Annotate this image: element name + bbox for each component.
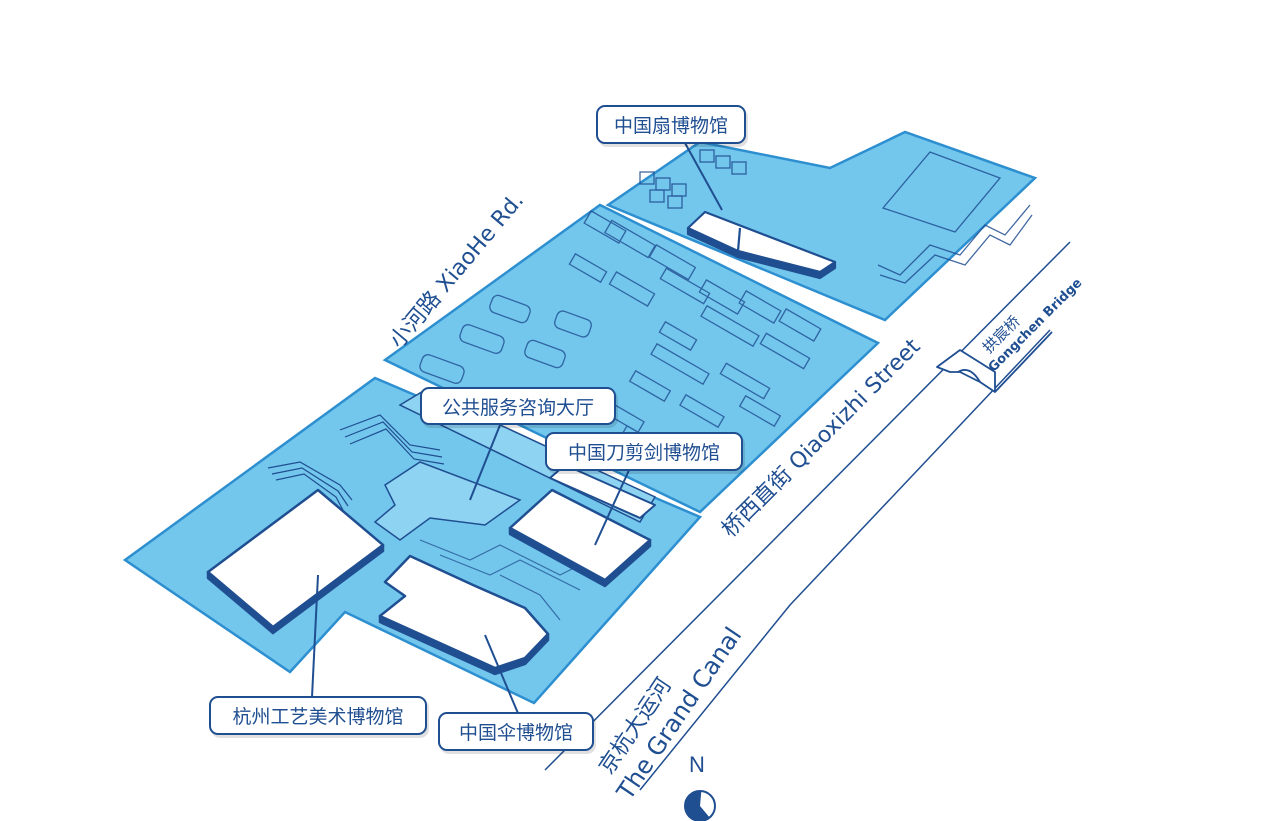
knife-museum-building	[508, 488, 652, 588]
compass-icon	[684, 790, 716, 821]
fan-museum-building	[686, 210, 837, 280]
callout-fan-museum[interactable]: 中国扇博物馆	[596, 105, 746, 144]
callout-umbrella-museum[interactable]: 中国伞博物馆	[438, 712, 594, 751]
middle-block-buildings	[419, 210, 822, 468]
fan-block-buildings	[639, 149, 1033, 284]
callout-pointers	[311, 142, 723, 719]
north-compass: N	[680, 752, 720, 821]
umbrella-museum-building	[378, 554, 550, 676]
north-label: N	[689, 752, 705, 777]
arts-crafts-museum-building	[206, 488, 385, 635]
callout-service-hall[interactable]: 公共服务咨询大厅	[420, 387, 616, 425]
road-lines	[544, 241, 1071, 791]
callout-knife-museum[interactable]: 中国刀剪剑博物馆	[545, 432, 743, 471]
courtyard-outlines	[419, 539, 591, 621]
gongchen-bridge-icon	[936, 331, 1053, 393]
callout-arts-crafts-museum[interactable]: 杭州工艺美术博物馆	[209, 696, 427, 735]
stair-path	[267, 414, 445, 513]
